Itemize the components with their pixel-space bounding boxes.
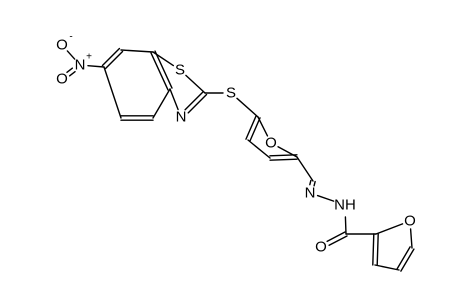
atom-label-n-thiazole: N bbox=[176, 109, 187, 126]
atom-label-n-nitro: N bbox=[75, 57, 86, 74]
bond-C3f-C4f bbox=[247, 139, 271, 159]
bond-C5-C6 bbox=[103, 66, 122, 119]
bond-C5r-C4r bbox=[396, 246, 411, 270]
bond-Ci-Ni bbox=[313, 180, 316, 187]
atom-label-o-nitro-top: O bbox=[56, 37, 68, 54]
atom-label-s-thioether: S bbox=[226, 85, 236, 102]
bond-N3-C3a bbox=[169, 88, 179, 111]
bond-C7a-S1 bbox=[152, 51, 175, 67]
bond-N1-Obot bbox=[68, 70, 76, 77]
bond-C4r-C3r bbox=[374, 264, 400, 271]
bond-C3r-C2r bbox=[372, 233, 375, 266]
atom-label-n-imine: N bbox=[305, 185, 316, 202]
bond-C2r-Or bbox=[375, 223, 404, 235]
atom-label-o-nitro-bottom: O bbox=[56, 71, 68, 88]
bond-C6-C7 bbox=[104, 50, 124, 70]
atom-label-nh-hydrazide: NH bbox=[334, 197, 356, 214]
bond-Sx-C5f bbox=[236, 97, 259, 118]
bond-Otop-N1 bbox=[66, 50, 76, 60]
bond-C7a-C3a bbox=[154, 50, 173, 89]
bond-layer bbox=[66, 47, 415, 272]
bond-C2f-C3f bbox=[269, 154, 298, 157]
bond-NH-Cc bbox=[344, 216, 347, 235]
bond-C5r-C4r bbox=[400, 248, 415, 272]
bond-Ni-NH bbox=[316, 194, 335, 202]
bond-C2-N3 bbox=[184, 90, 205, 111]
atom-label-o-furan1: O bbox=[265, 135, 277, 152]
bond-C6-C7 bbox=[101, 47, 121, 67]
bond-N1-Obot bbox=[66, 67, 74, 74]
bond-C4f-C5f bbox=[245, 115, 257, 140]
bond-C7a-C3a bbox=[150, 52, 169, 91]
bond-C3a-C4 bbox=[152, 88, 171, 119]
bond-C3r-C2r bbox=[376, 233, 379, 266]
bond-Cc-Oc bbox=[328, 235, 348, 246]
bond-Cc-Oc bbox=[326, 231, 346, 243]
bond-C2-N3 bbox=[187, 93, 208, 114]
atom-label-s-thiazole: S bbox=[175, 62, 185, 79]
bond-N1-C6 bbox=[87, 64, 105, 68]
bond-C2f-Ci bbox=[296, 156, 314, 182]
bond-C2f-C3f bbox=[269, 158, 298, 161]
bond-Or-C5r bbox=[409, 228, 413, 249]
charge-o-nitro-top: - bbox=[69, 32, 72, 43]
bond-Ci-Ni bbox=[309, 179, 312, 186]
atom-label-o-furan2: O bbox=[404, 213, 416, 230]
bond-C7-C7a bbox=[120, 49, 154, 53]
atom-label-o-carbonyl: O bbox=[315, 239, 327, 256]
charge-n-nitro: + bbox=[86, 52, 92, 63]
bond-C4f-C5f bbox=[249, 117, 261, 142]
bond-S1-C2 bbox=[185, 74, 206, 94]
